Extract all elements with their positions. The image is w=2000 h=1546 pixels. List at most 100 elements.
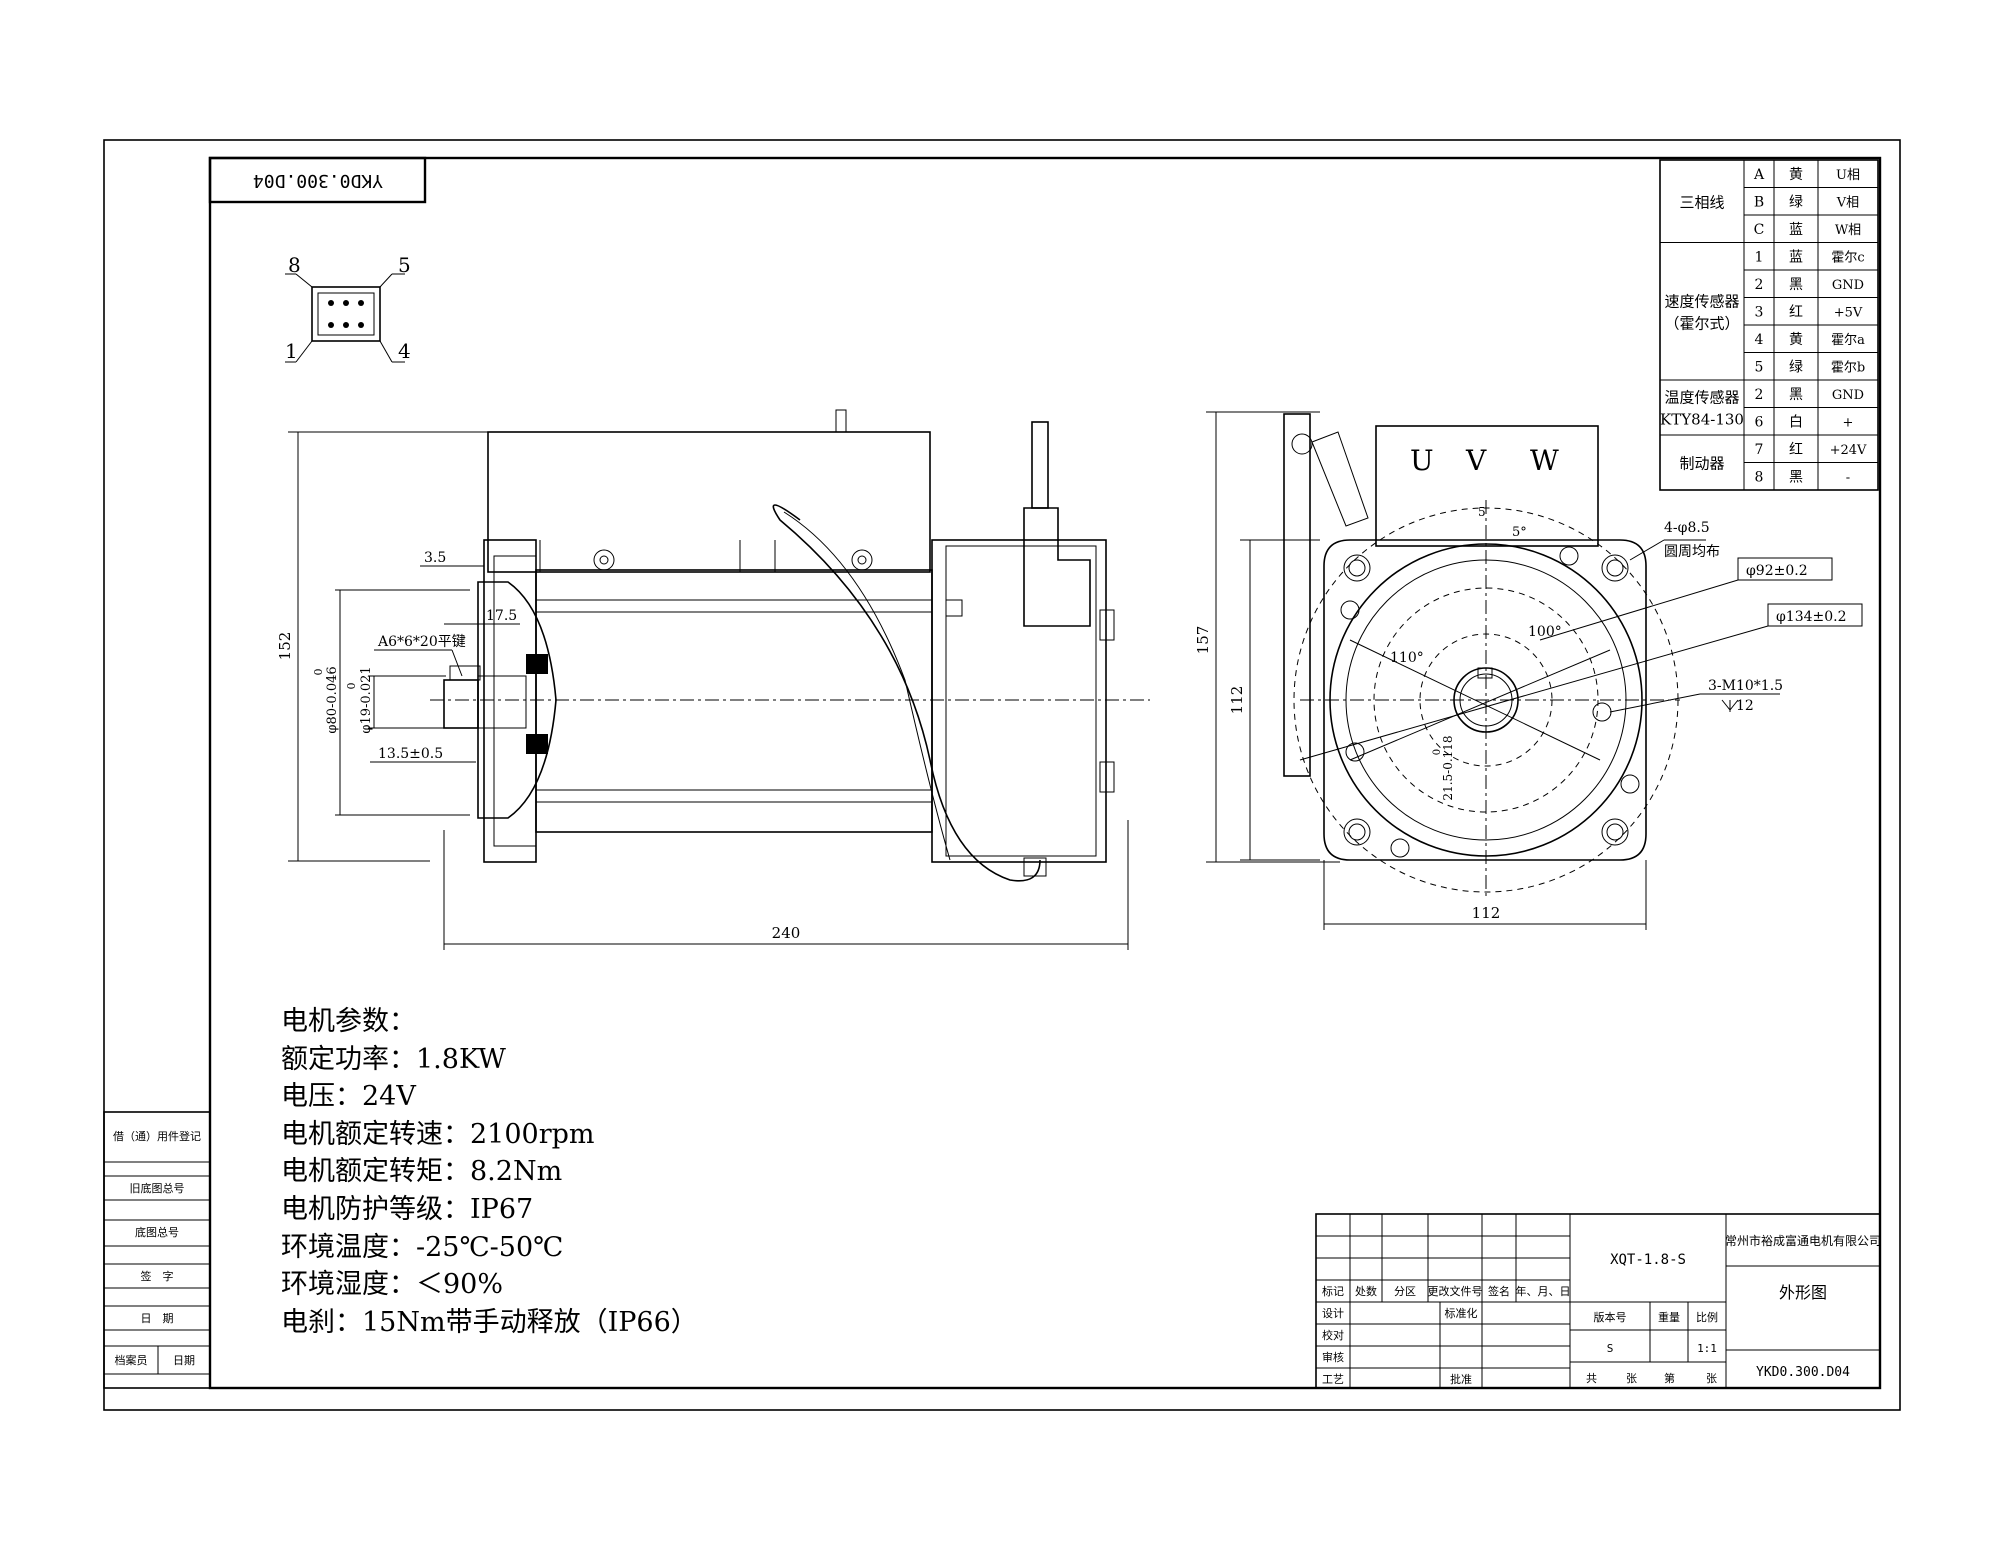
wiring-pin: C <box>1754 222 1765 238</box>
dim-shaft-tol: 0 <box>1432 749 1443 755</box>
wiring-group-name: 温度传感器 <box>1664 389 1739 407</box>
param-heading: 电机参数： <box>281 1006 416 1037</box>
wiring-function: U相 <box>1836 168 1860 183</box>
wiring-function: +24V <box>1830 443 1867 458</box>
wiring-function: GND <box>1832 278 1864 293</box>
wiring-color: 黑 <box>1789 470 1803 486</box>
wiring-color: 蓝 <box>1789 222 1803 238</box>
std-label: 标准化 <box>1445 1306 1478 1320</box>
param-voltage: 电压：24V <box>281 1081 416 1113</box>
param-rated-speed: 电机额定转速：2100rpm <box>281 1118 595 1150</box>
stage-version: 版本号 <box>1594 1310 1627 1324</box>
dim-phi19: φ19-0.021 <box>359 666 374 733</box>
rev-file: 更改文件号 <box>1428 1284 1483 1298</box>
wiring-color: 蓝 <box>1789 250 1803 266</box>
end-terminal-box <box>1375 425 1599 547</box>
strip-old-no: 旧底图总号 <box>130 1181 185 1195</box>
sheet-no-label: 第 <box>1664 1371 1675 1385</box>
wiring-color: 黑 <box>1789 277 1803 293</box>
dim-end-height-157: 157 <box>1194 626 1212 655</box>
strip-base-no: 底图总号 <box>135 1225 179 1239</box>
drawing-number: YKD0.300.D04 <box>1756 1365 1850 1380</box>
dim-holes: 4-φ8.5 <box>1664 520 1710 536</box>
terminal-u: U <box>1410 444 1434 477</box>
pin-label-4: 4 <box>398 339 411 363</box>
stage-value: S <box>1607 1342 1614 1355</box>
wiring-function: W相 <box>1835 223 1861 238</box>
dim-thread: 3-M10*1.5 <box>1708 678 1783 694</box>
approve-label: 批准 <box>1450 1372 1472 1386</box>
param-temperature: 环境温度：-25℃-50℃ <box>281 1231 564 1263</box>
wiring-pin: 6 <box>1755 415 1764 431</box>
dim-height-152: 152 <box>276 632 294 661</box>
wiring-pin: 1 <box>1755 250 1764 266</box>
dim-phi19-tol: 0 <box>345 683 358 690</box>
strip-date: 日 期 <box>141 1312 174 1325</box>
strip-archive-date: 日期 <box>173 1354 195 1367</box>
terminal-box <box>487 431 931 573</box>
title-block: 标记 处数 分区 更改文件号 签名 年、月、日 设计 校对 审核 工艺 标准化 … <box>1315 1213 1881 1389</box>
rev-mark: 标记 <box>1322 1284 1344 1298</box>
param-rated-power: 额定功率：1.8KW <box>281 1043 506 1075</box>
wiring-pin: A <box>1753 167 1765 183</box>
wiring-pin: B <box>1754 195 1764 211</box>
wiring-function: +5V <box>1834 306 1863 321</box>
shaft <box>443 679 479 729</box>
motor-side-view: 152 φ80-0.046 0 φ19-0.021 0 3.5 17.5 A6*… <box>276 409 1150 950</box>
wiring-group-name: 制动器 <box>1679 455 1724 473</box>
dim-angle-5: 5° <box>1512 525 1527 540</box>
sheet-unit-2: 张 <box>1706 1372 1717 1385</box>
dim-13-5: 13.5±0.5 <box>378 746 443 762</box>
wiring-function: V相 <box>1836 196 1859 211</box>
dim-phi80: φ80-0.046 <box>325 666 340 733</box>
pin-label-8: 8 <box>288 253 301 277</box>
stage-weight: 重量 <box>1658 1310 1680 1324</box>
wiring-group-name: 速度传感器 <box>1664 292 1739 310</box>
wiring-group-name: 三相线 <box>1679 193 1724 211</box>
left-strip: 借（通）用件登记 旧底图总号 底图总号 签 字 日 期 档案员 日期 <box>103 1111 211 1389</box>
wiring-color: 红 <box>1789 442 1803 458</box>
terminal-w: W <box>1530 444 1559 477</box>
wiring-group-name: （霍尔式） <box>1664 314 1739 332</box>
stage-scale: 比例 <box>1696 1310 1718 1324</box>
wiring-color: 黄 <box>1789 166 1803 183</box>
role-review: 审核 <box>1322 1350 1344 1364</box>
dim-3-5: 3.5 <box>424 550 446 566</box>
dim-phi80-tol: 0 <box>312 669 325 676</box>
pin-label-5: 5 <box>398 253 411 277</box>
dim-phi134: φ134±0.2 <box>1776 609 1847 625</box>
wiring-function: 霍尔b <box>1831 361 1865 376</box>
role-process: 工艺 <box>1322 1373 1344 1386</box>
terminal-v: V <box>1465 444 1487 477</box>
sheet-total-label: 共 <box>1586 1372 1597 1385</box>
dim-key: A6*6*20平键 <box>377 634 466 650</box>
inner-frame <box>208 156 1882 1390</box>
dim-17-5: 17.5 <box>486 608 517 624</box>
company-name: 常州市裕成富通电机有限公司 <box>1725 1233 1881 1248</box>
wiring-function: 霍尔a <box>1831 333 1865 348</box>
sheet-unit-1: 张 <box>1626 1372 1637 1385</box>
strip-archivist: 档案员 <box>115 1353 148 1367</box>
dim-thread-depth: 12 <box>1736 698 1754 714</box>
wiring-color: 黑 <box>1789 387 1803 403</box>
dim-end-width-112: 112 <box>1472 904 1501 922</box>
outer-frame <box>103 139 1901 1411</box>
dim-angle-110: 110° <box>1390 650 1424 666</box>
dim-end-height-112: 112 <box>1228 686 1246 715</box>
cable <box>772 504 1041 882</box>
dim-angle-100: 100° <box>1528 624 1562 640</box>
wiring-group-name: KTY84-130 <box>1660 411 1744 429</box>
wiring-color: 黄 <box>1789 331 1803 348</box>
motor-parameters: 电机参数： 额定功率：1.8KW 电压：24V 电机额定转速：2100rpm 电… <box>281 1003 698 1341</box>
wiring-function: GND <box>1832 388 1864 403</box>
param-brake: 电刹：15Nm带手动释放（IP66） <box>281 1306 698 1338</box>
role-design: 设计 <box>1322 1307 1344 1320</box>
wiring-function: 霍尔c <box>1831 251 1864 266</box>
wiring-pin: 5 <box>1755 360 1764 376</box>
rev-zone: 分区 <box>1394 1285 1416 1298</box>
wiring-pin: 3 <box>1755 305 1764 321</box>
rev-date: 年、月、日 <box>1516 1284 1571 1298</box>
model-number: XQT-1.8-S <box>1610 1252 1686 1268</box>
wiring-function: - <box>1846 471 1850 486</box>
